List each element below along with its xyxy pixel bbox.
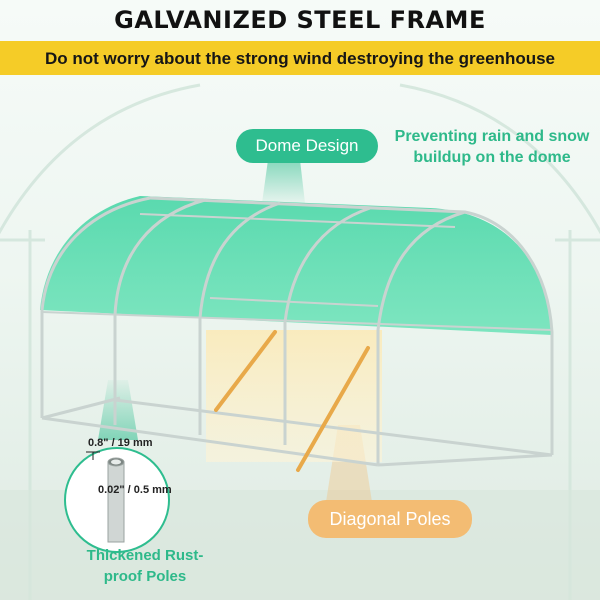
outer-diameter-label: 0.8" / 19 mm bbox=[88, 437, 153, 449]
base-rails bbox=[41, 297, 553, 467]
page-title: GALVANIZED STEEL FRAME bbox=[114, 6, 486, 34]
poles-note: Thickened Rust-proof Poles bbox=[86, 547, 204, 585]
door-panel bbox=[206, 330, 382, 462]
dome-callout-beam bbox=[262, 160, 305, 203]
pole-callout-beam bbox=[98, 380, 138, 440]
pole-detail bbox=[64, 447, 170, 553]
banner-text: Do not worry about the strong wind destr… bbox=[44, 49, 556, 68]
frame-arches bbox=[40, 196, 554, 465]
dome-design-label: Dome Design bbox=[236, 129, 378, 163]
dome-note: Preventing rain and snow buildup on the … bbox=[394, 128, 590, 166]
wall-thickness-label: 0.02" / 0.5 mm bbox=[98, 484, 172, 496]
headline-banner bbox=[0, 41, 600, 75]
diagonal-poles bbox=[214, 330, 370, 472]
diagonal-poles-label: Diagonal Poles bbox=[308, 500, 472, 538]
